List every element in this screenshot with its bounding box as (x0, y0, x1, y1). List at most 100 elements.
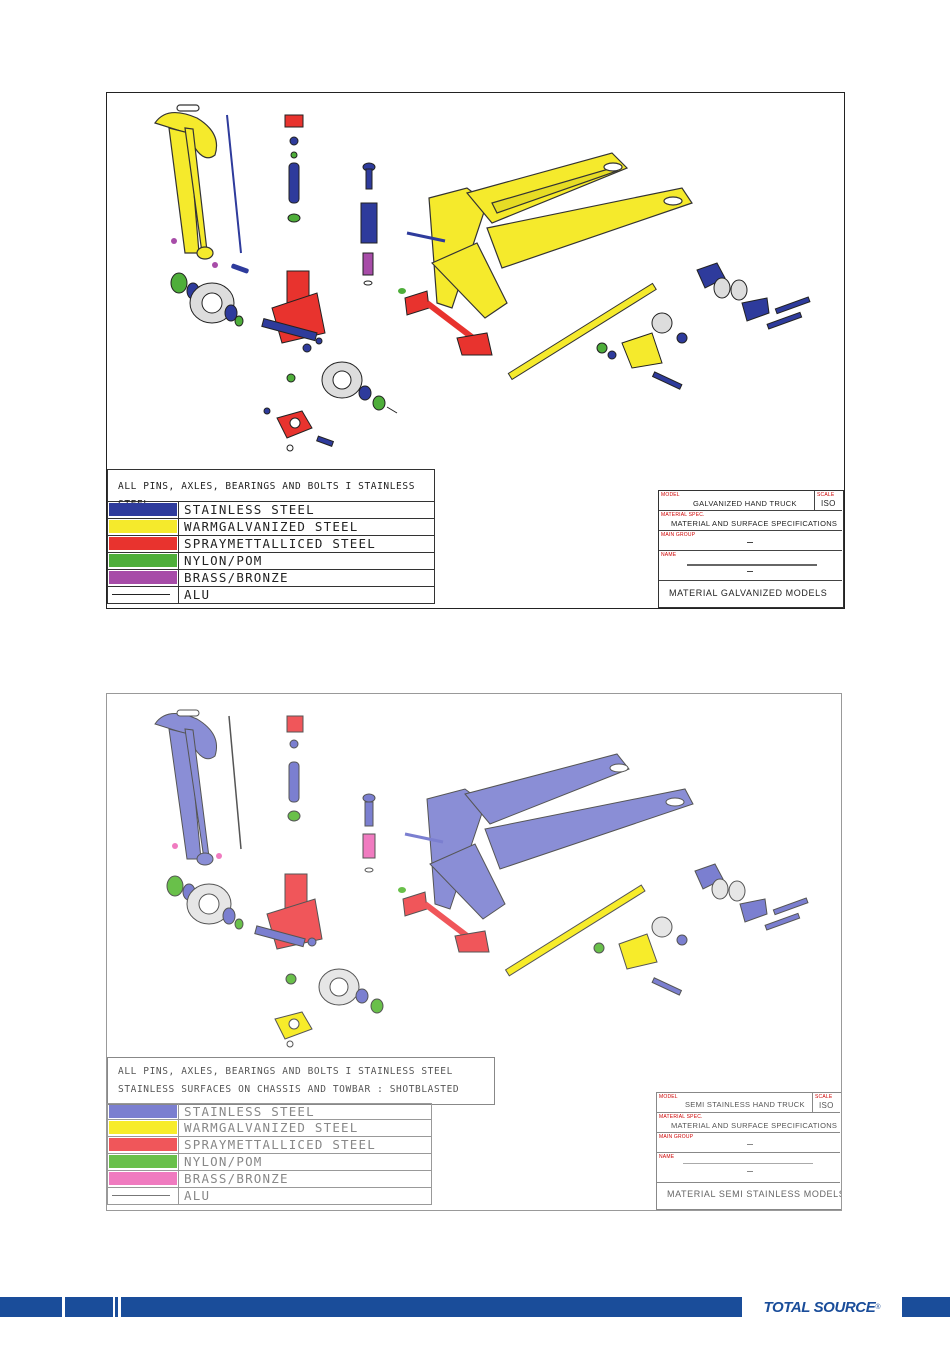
model-name: SEMI STAINLESS HAND TRUCK (685, 1100, 805, 1109)
logo-text: TOTAL SOURCE (763, 1298, 876, 1316)
stainless-note: ALL PINS, AXLES, BEARINGS AND BOLTS I ST… (107, 469, 435, 510)
handle-assembly (154, 709, 217, 866)
name-cell: NAME (657, 1153, 840, 1183)
logo-trademark: ® (875, 1303, 881, 1311)
legend-label: WARMGALVANIZED STEEL (184, 519, 359, 534)
footer-divider (118, 1297, 121, 1317)
legend-row-brass: BRASS/BRONZE (107, 570, 435, 587)
legend-swatch-alu (112, 1195, 170, 1196)
material-spec: MATERIAL AND SURFACE SPECIFICATIONS (671, 519, 838, 528)
material-tag: MATERIAL SPEC. (661, 512, 705, 518)
main-group-cell: MAIN GROUP (657, 1133, 840, 1153)
group-tag: MAIN GROUP (659, 1134, 694, 1140)
total-source-logo: TOTAL SOURCE® (742, 1297, 902, 1317)
bottom-bracket (263, 407, 335, 452)
semi-stainless-material-drawing: ALL PINS, AXLES, BEARINGS AND BOLTS I ST… (106, 693, 842, 1211)
model-name: GALVANIZED HAND TRUCK (693, 499, 797, 508)
legend-swatch-spraymetal (109, 1138, 177, 1151)
legend-row-spraymetal: SPRAYMETTALLICED STEEL (107, 536, 435, 553)
material-tag: MATERIAL SPEC. (659, 1114, 703, 1120)
footer-bar (0, 1297, 950, 1317)
legend-swatch-nylon (109, 1155, 177, 1168)
tandem-roller (593, 916, 688, 996)
scale-value: ISO (819, 1101, 834, 1110)
legend-row-alu: ALU (107, 1188, 432, 1205)
name-cell: NAME (659, 551, 842, 581)
legend-row-stainless: STAINLESS STEEL (107, 502, 435, 519)
hydraulic-pump-parts (284, 114, 304, 223)
title-block-footer: MATERIAL SEMI STAINLESS MODELS (667, 1189, 842, 1199)
legend-label: NYLON/POM (184, 553, 263, 568)
title-block-footer: MATERIAL GALVANIZED MODELS (669, 588, 828, 598)
scale-tag: SCALE (815, 1094, 833, 1100)
steering-wheel-right (321, 361, 398, 414)
legend-label: WARMGALVANIZED STEEL (184, 1120, 359, 1135)
material-cell: MATERIAL SPEC. MATERIAL AND SURFACE SPEC… (657, 1113, 840, 1133)
footer-divider (62, 1297, 65, 1317)
legend-label: BRASS/BRONZE (184, 570, 289, 585)
legend-swatch-brass (109, 1172, 177, 1185)
model-tag: MODEL (661, 492, 680, 498)
legend-label: ALU (184, 587, 211, 602)
tandem-roller (596, 312, 688, 390)
main-group-cell: MAIN GROUP (659, 531, 842, 551)
legend-swatch-galvanized (109, 1121, 177, 1134)
title-block-galvanized: MODEL GALVANIZED HAND TRUCK SCALE ISO MA… (658, 490, 844, 608)
note-line-2: STAINLESS SURFACES ON CHASSIS AND TOWBAR… (118, 1084, 460, 1095)
legend-label: ALU (184, 1188, 211, 1203)
material-spec: MATERIAL AND SURFACE SPECIFICATIONS (671, 1121, 838, 1130)
spring-stack (362, 793, 376, 873)
galvanized-chassis (428, 152, 693, 319)
material-cell: MATERIAL SPEC. MATERIAL AND SURFACE SPEC… (659, 511, 842, 531)
legend-swatch-spraymetal (109, 537, 177, 550)
legend-row-galvanized: WARMGALVANIZED STEEL (107, 1120, 432, 1137)
model-cell: MODEL GALVANIZED HAND TRUCK (659, 491, 815, 511)
legend-row-alu: ALU (107, 587, 435, 604)
legend-row-stainless: STAINLESS STEEL (107, 1103, 432, 1120)
note-line-1: ALL PINS, AXLES, BEARINGS AND BOLTS I ST… (118, 1066, 453, 1077)
legend-row-nylon: NYLON/POM (107, 1154, 432, 1171)
handle-assembly (154, 104, 218, 260)
legend-label: NYLON/POM (184, 1154, 263, 1169)
legend-label: STAINLESS STEEL (184, 502, 315, 517)
scale-cell: SCALE ISO (815, 491, 842, 511)
group-tag: MAIN GROUP (661, 532, 696, 538)
legend-row-spraymetal: SPRAYMETTALLICED STEEL (107, 1137, 432, 1154)
lift-linkage (404, 290, 493, 356)
lift-linkage (402, 891, 490, 953)
spring-stack (360, 162, 378, 286)
legend-swatch-stainless (109, 1105, 177, 1118)
legend-label: BRASS/BRONZE (184, 1171, 289, 1186)
stainless-chassis (426, 753, 694, 920)
legend-swatch-galvanized (109, 520, 177, 533)
stainless-note: ALL PINS, AXLES, BEARINGS AND BOLTS I ST… (107, 1057, 495, 1105)
hydraulic-pump-parts (286, 715, 304, 822)
legend-row-nylon: NYLON/POM (107, 553, 435, 570)
steering-wheel-left (170, 272, 244, 327)
scale-tag: SCALE (817, 492, 835, 498)
legend-row-galvanized: WARMGALVANIZED STEEL (107, 519, 435, 536)
pump-frame (254, 873, 323, 985)
legend-swatch-alu (112, 594, 170, 595)
footer-divider (113, 1297, 115, 1317)
model-cell: MODEL SEMI STAINLESS HAND TRUCK (657, 1093, 813, 1113)
load-roller-bracket (694, 863, 809, 931)
steering-wheel-right (318, 968, 384, 1014)
scale-cell: SCALE ISO (813, 1093, 840, 1113)
legend-swatch-nylon (109, 554, 177, 567)
legend-label: STAINLESS STEEL (184, 1104, 315, 1119)
legend-label: SPRAYMETTALLICED STEEL (184, 1137, 376, 1152)
bottom-bracket (274, 1011, 313, 1048)
steering-wheel-left (166, 875, 244, 930)
name-tag: NAME (659, 1154, 675, 1160)
legend-label: SPRAYMETTALLICED STEEL (184, 536, 376, 551)
legend-swatch-brass (109, 571, 177, 584)
scale-value: ISO (821, 499, 836, 508)
load-roller-bracket (696, 262, 811, 330)
semi-stainless-exploded-view (154, 709, 809, 1048)
galvanized-exploded-view (154, 104, 811, 452)
name-tag: NAME (661, 552, 677, 558)
legend-row-brass: BRASS/BRONZE (107, 1171, 432, 1188)
legend-swatch-stainless (109, 503, 177, 516)
galvanized-material-drawing: ALL PINS, AXLES, BEARINGS AND BOLTS I ST… (106, 92, 845, 609)
